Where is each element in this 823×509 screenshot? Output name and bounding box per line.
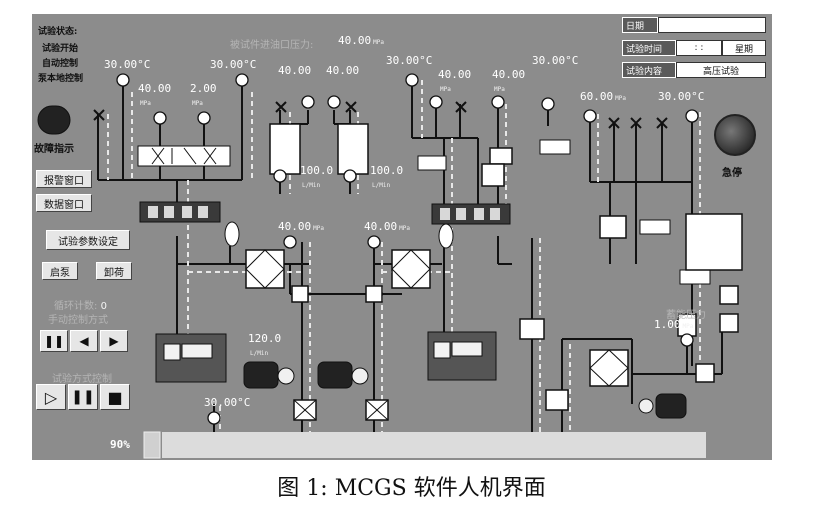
emergency-stop-button[interactable] xyxy=(714,114,756,156)
stop-button[interactable]: ■ xyxy=(100,384,130,410)
emergency-stop-label: 急停 xyxy=(722,168,742,179)
temperature-reading: 30.00°C xyxy=(104,58,151,71)
pressure-reading: 40.00 xyxy=(278,64,312,77)
play-button[interactable]: ▷ xyxy=(36,384,66,410)
status-line-1: 试验开始 xyxy=(42,44,79,54)
inlet-pressure-label: 被试件进油口压力: xyxy=(230,40,314,51)
weekday-field: 星期 xyxy=(722,40,766,56)
date-label: 日期 xyxy=(622,17,658,33)
test-time-field: : : xyxy=(676,40,722,56)
test-params-button[interactable]: 试验参数设定 xyxy=(46,230,130,250)
figure-caption: 图 1: MCGS 软件人机界面 xyxy=(277,476,546,501)
accumulator-pressure-label: 蓄能压力 xyxy=(666,310,706,321)
test-time-label: 试验时间 xyxy=(622,40,676,56)
test-mode-label: 试验方式控制 xyxy=(52,374,112,385)
date-field xyxy=(658,17,766,33)
temperature-reading: 30.00°C xyxy=(532,54,579,67)
progress-label: 90% xyxy=(110,438,130,451)
temperature-reading: 30.00°C xyxy=(658,90,705,103)
pause-button[interactable]: ❚❚ xyxy=(40,330,68,352)
test-content-field: 高压试验 xyxy=(676,62,766,78)
cycle-counter-label: 循环计数: 0 xyxy=(54,301,107,312)
test-content-label: 试验内容 xyxy=(622,62,676,78)
pressure-reading: 40.00 xyxy=(326,64,360,77)
data-window-button[interactable]: 数据窗口 xyxy=(36,194,92,212)
step-back-button[interactable]: ◀ xyxy=(70,330,98,352)
temperature-reading: 30.00°C xyxy=(386,54,433,67)
hmi-panel: 试验状态: 试验开始 自动控制 泵本地控制 故障指示 报警窗口 数据窗口 试验参… xyxy=(32,14,772,460)
status-line-3: 泵本地控制 xyxy=(38,74,84,84)
temperature-reading: 30.00°C xyxy=(204,396,251,409)
fault-indicator-label: 故障指示 xyxy=(34,144,74,155)
hydraulic-schematic xyxy=(37,73,743,459)
progress-fill xyxy=(162,432,706,458)
auto-pause-button[interactable]: ❚❚ xyxy=(68,384,98,410)
alarm-window-button[interactable]: 报警窗口 xyxy=(36,170,92,188)
temperature-reading: 30.00°C xyxy=(210,58,257,71)
stop-pump-button[interactable]: 卸荷 xyxy=(96,262,132,280)
status-title: 试验状态: xyxy=(38,27,78,37)
start-pump-button[interactable]: 启泵 xyxy=(42,262,78,280)
manual-mode-label: 手动控制方式 xyxy=(48,315,108,326)
status-line-2: 自动控制 xyxy=(42,59,79,69)
step-forward-button[interactable]: ▶ xyxy=(100,330,128,352)
